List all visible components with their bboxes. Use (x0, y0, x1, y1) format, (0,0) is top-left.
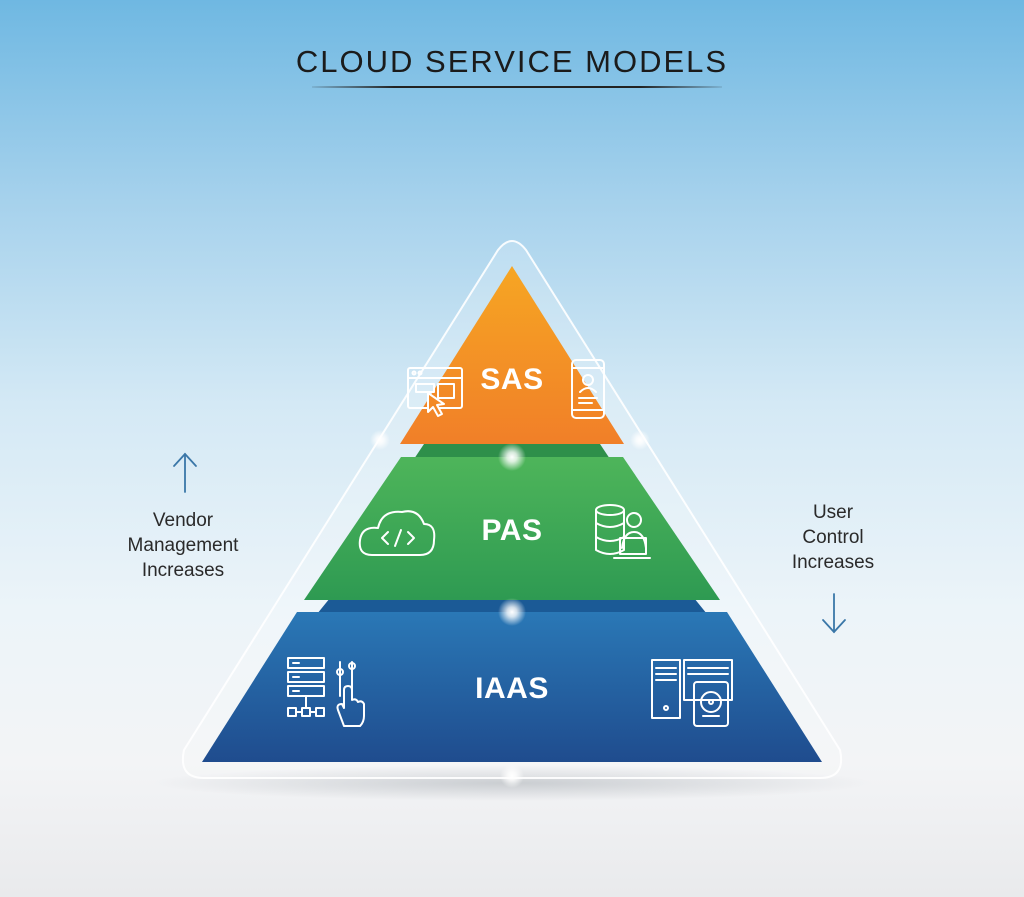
glow-dot (498, 598, 526, 626)
diagram-title: CLOUD SERVICE MODELS (295, 44, 729, 79)
glow-dot (500, 764, 524, 788)
user-control-annotation: User Control Increases (748, 500, 918, 575)
database-developer-icon (595, 504, 651, 559)
glow-dot (498, 443, 526, 471)
vendor-management-annotation: Vendor Management Increases (98, 508, 268, 583)
annotation-line: Control (802, 527, 864, 548)
arrow-down-icon (822, 593, 846, 634)
server-harddrive-icon (651, 659, 733, 727)
cloud-code-icon (358, 510, 436, 556)
annotation-line: Vendor (152, 510, 214, 531)
mobile-profile-icon (571, 359, 605, 419)
tier-iaas (202, 612, 822, 762)
glow-dot (370, 430, 390, 450)
server-network-touch-icon (287, 657, 365, 727)
tier-label-iaas: IAAS (475, 672, 549, 705)
tier-label-sas: SAS (480, 363, 543, 396)
browser-cursor-icon (407, 367, 463, 417)
arrow-up-icon (173, 452, 197, 493)
annotation-line: Increases (791, 552, 875, 573)
annotation-line: User (812, 502, 854, 523)
annotation-line: Management (127, 535, 239, 556)
tier-label-pas: PAS (482, 514, 543, 547)
tier-sas (400, 266, 624, 444)
tier-pas (304, 457, 720, 600)
title-underline (312, 86, 722, 88)
annotation-line: Increases (141, 560, 225, 581)
glow-dot (630, 430, 650, 450)
